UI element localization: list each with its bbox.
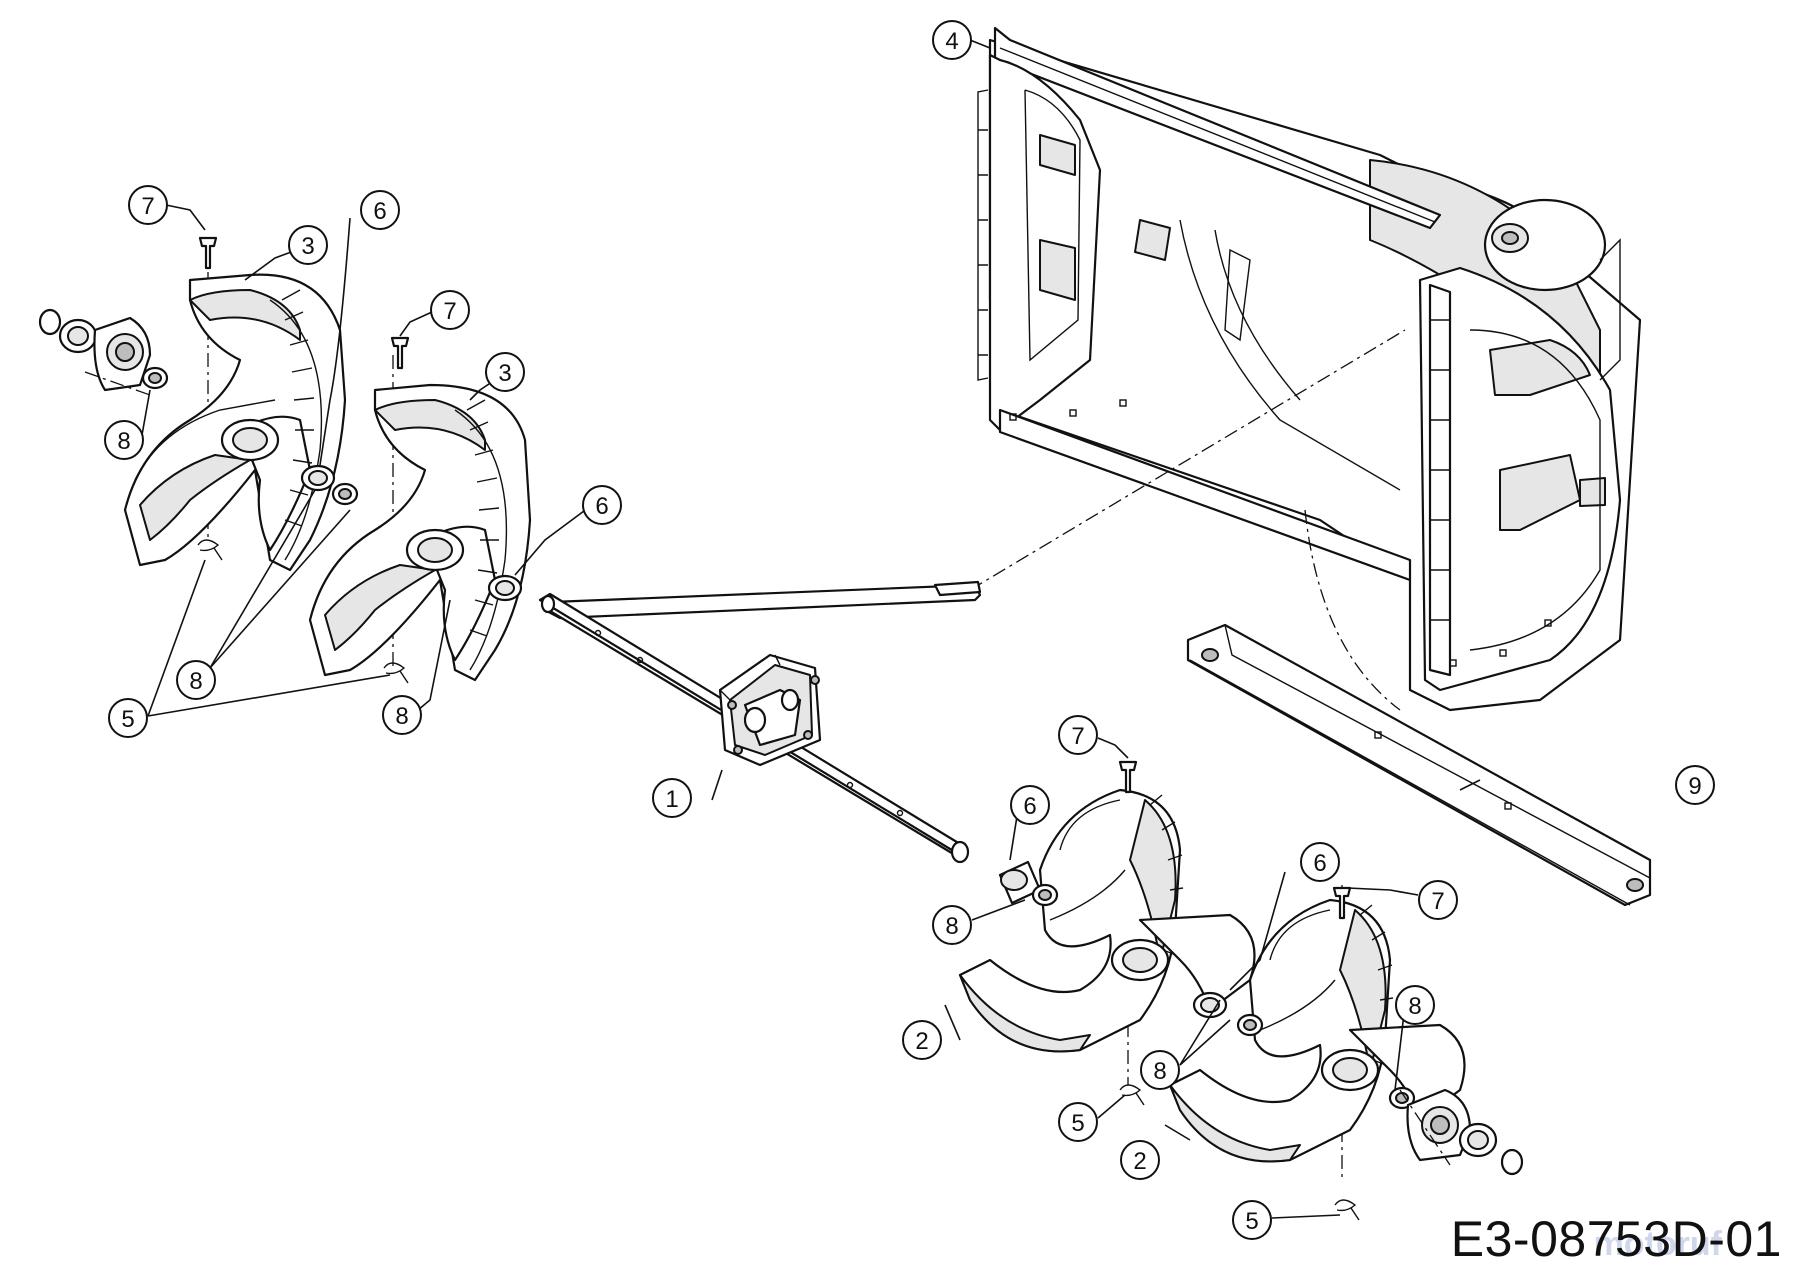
svg-text:8: 8	[189, 668, 202, 695]
callout-8: 8	[104, 420, 144, 460]
callout-6: 6	[360, 190, 400, 230]
svg-text:6: 6	[595, 493, 608, 520]
callout-8: 8	[382, 695, 422, 735]
callout-3: 3	[288, 225, 328, 265]
svg-text:8: 8	[1408, 993, 1421, 1020]
callout-7: 7	[1418, 880, 1458, 920]
shear-pins	[198, 236, 1352, 920]
svg-text:7: 7	[443, 298, 456, 325]
svg-text:1: 1	[665, 786, 678, 813]
callout-3: 3	[485, 352, 525, 392]
svg-text:6: 6	[1023, 793, 1036, 820]
bushings	[141, 366, 1416, 1110]
svg-text:5: 5	[121, 706, 134, 733]
callout-6: 6	[1300, 842, 1340, 882]
svg-text:8: 8	[117, 428, 130, 455]
svg-text:2: 2	[915, 1028, 928, 1055]
bearing-housing-left	[38, 308, 152, 396]
callout-8: 8	[1140, 1050, 1180, 1090]
svg-text:7: 7	[1071, 723, 1084, 750]
callout-2: 2	[902, 1020, 942, 1060]
auger-housing	[977, 26, 1642, 712]
svg-text:5: 5	[1245, 1208, 1258, 1235]
alignment-line	[1304, 509, 1401, 711]
callout-6: 6	[1010, 785, 1050, 825]
svg-text:5: 5	[1071, 1110, 1084, 1137]
svg-text:6: 6	[1313, 850, 1326, 877]
hairpin-clips	[197, 539, 1360, 1221]
callout-8: 8	[176, 660, 216, 700]
callout-5: 5	[1232, 1200, 1272, 1240]
watermark: motoruf	[1593, 1225, 1722, 1263]
callout-9: 9	[1675, 765, 1715, 805]
auger-flight-lower-right	[1168, 898, 1466, 1163]
svg-text:7: 7	[141, 193, 154, 220]
callout-1: 1	[652, 778, 692, 818]
callout-5: 5	[1058, 1102, 1098, 1142]
callout-2: 2	[1120, 1140, 1160, 1180]
svg-text:3: 3	[301, 233, 314, 260]
callout-5: 5	[108, 698, 148, 738]
alignment-line	[969, 329, 1406, 591]
drawing-code: E3-08753D-01	[1450, 1211, 1782, 1267]
shave-plate	[1186, 623, 1652, 907]
callout-7: 7	[128, 185, 168, 225]
svg-text:9: 9	[1688, 773, 1701, 800]
svg-text:3: 3	[498, 360, 511, 387]
svg-text:7: 7	[1431, 888, 1444, 915]
svg-text:2: 2	[1133, 1148, 1146, 1175]
callout-4: 4	[932, 20, 972, 60]
callout-6: 6	[582, 485, 622, 525]
gearbox	[718, 653, 822, 767]
svg-text:8: 8	[1153, 1058, 1166, 1085]
callout-7: 7	[1058, 715, 1098, 755]
bearing-housing-right	[1399, 1088, 1524, 1176]
svg-text:8: 8	[395, 703, 408, 730]
callout-8: 8	[932, 905, 972, 945]
svg-text:4: 4	[945, 28, 958, 55]
auger-flight-upper-right	[308, 383, 532, 682]
svg-text:8: 8	[945, 913, 958, 940]
svg-text:6: 6	[373, 198, 386, 225]
callout-8: 8	[1395, 985, 1435, 1025]
auger-flight-lower-left	[958, 788, 1256, 1053]
callout-7: 7	[430, 290, 470, 330]
auger-flight-upper-left	[123, 273, 347, 572]
